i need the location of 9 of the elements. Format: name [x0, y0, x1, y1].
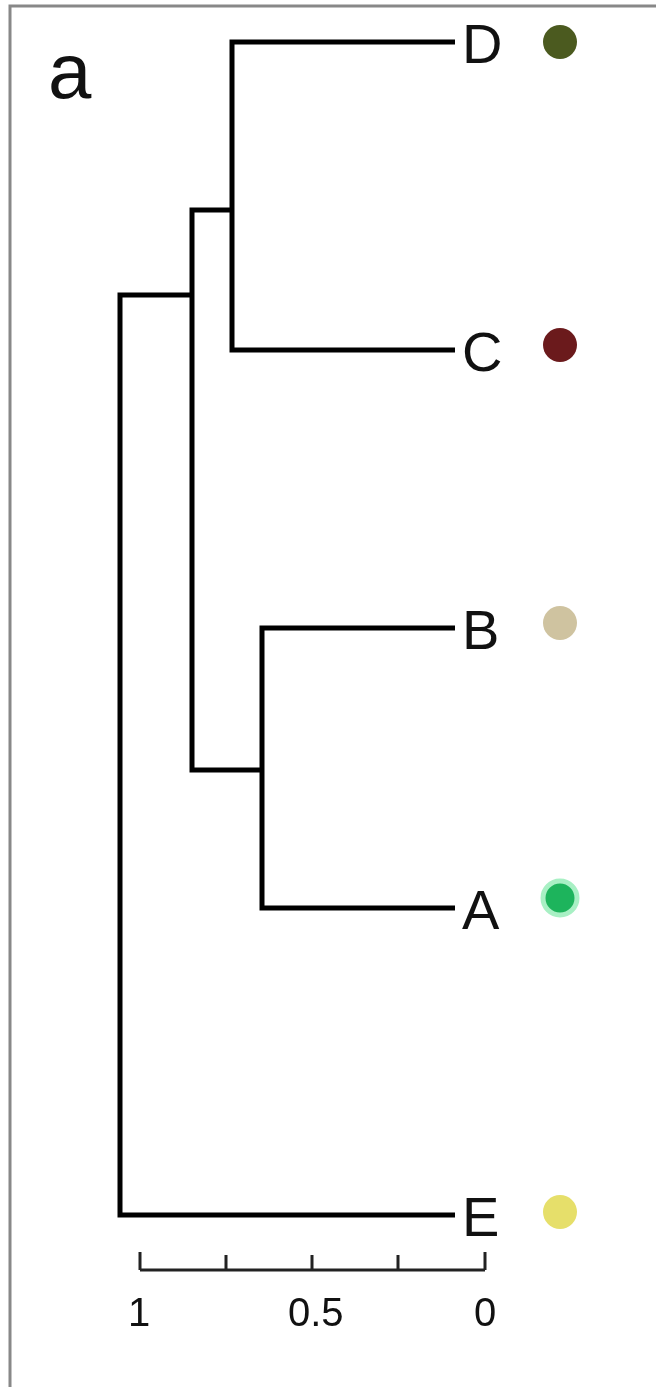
leaf-label: A [462, 882, 500, 938]
axis-tick-label: 1 [128, 1292, 151, 1332]
leaf-label: E [462, 1189, 500, 1245]
leaf-label: D [462, 16, 503, 72]
leaf-label: C [462, 324, 503, 380]
panel-letter: a [48, 32, 92, 110]
axis-tick-label: 0 [474, 1292, 497, 1332]
leaf-label: B [462, 602, 500, 658]
axis-tick-label: 0.5 [288, 1292, 344, 1332]
